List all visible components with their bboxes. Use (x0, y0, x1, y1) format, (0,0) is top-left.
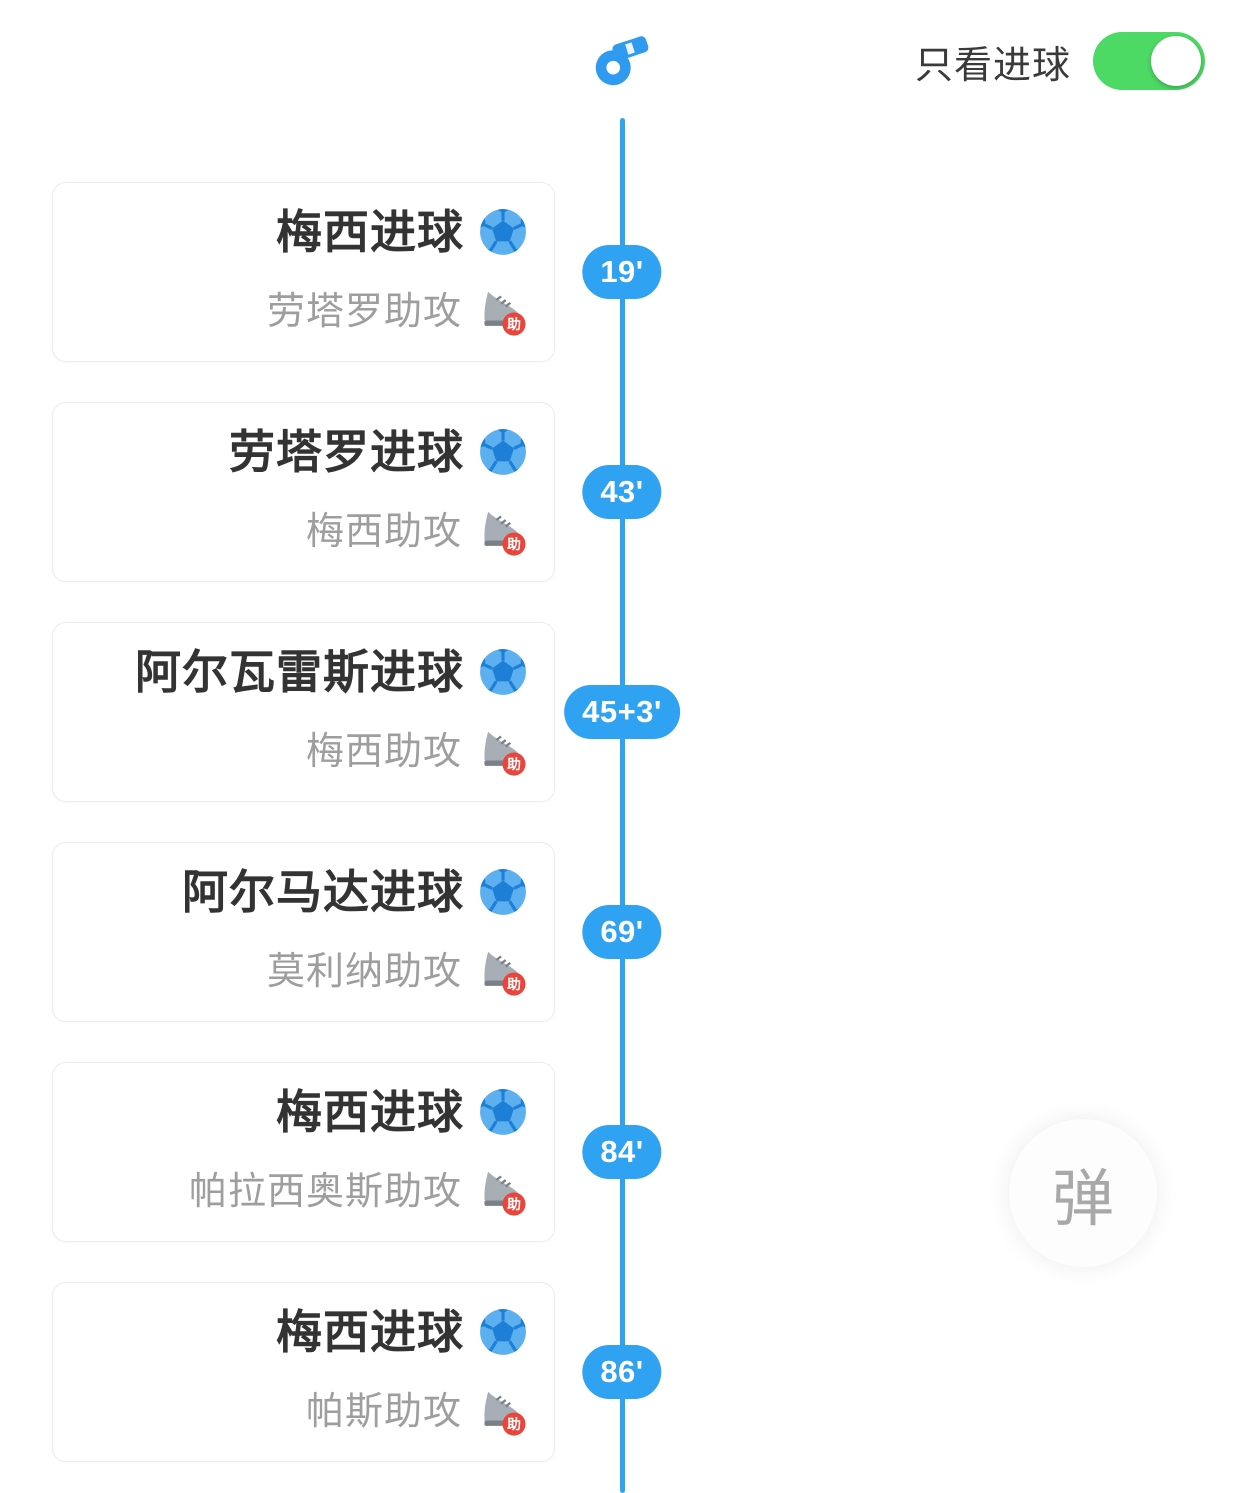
soccer-ball-icon (478, 647, 528, 697)
event-assist: 劳塔罗助攻 (266, 291, 462, 334)
event-time-badge: 19' (582, 245, 662, 299)
toggle-knob-icon (1151, 36, 1201, 86)
timeline-event: 梅西进球 (0, 1282, 1239, 1462)
assist-badge-label: 助 (507, 756, 521, 772)
goal-filter-toggle[interactable] (1093, 32, 1205, 90)
event-card[interactable]: 梅西进球 (52, 1062, 555, 1242)
goal-filter: 只看进球 (915, 32, 1205, 90)
assist-boot-icon: 助 (476, 509, 528, 557)
event-title: 梅西进球 (276, 1306, 464, 1358)
assist-badge-label: 助 (507, 1416, 521, 1432)
timeline-line (620, 118, 625, 1493)
assist-boot-icon: 助 (476, 949, 528, 997)
assist-badge-label: 助 (507, 976, 521, 992)
event-card[interactable]: 劳塔罗进球 (52, 402, 555, 582)
event-card[interactable]: 梅西进球 (52, 182, 555, 362)
event-assist: 莫利纳助攻 (266, 951, 462, 994)
event-assist: 帕拉西奥斯助攻 (188, 1171, 462, 1214)
soccer-ball-icon (478, 867, 528, 917)
event-card[interactable]: 梅西进球 (52, 1282, 555, 1462)
assist-boot-icon: 助 (476, 729, 528, 777)
event-assist: 梅西助攻 (305, 511, 462, 554)
goal-filter-label: 只看进球 (914, 44, 1071, 87)
assist-boot-icon: 助 (476, 1169, 528, 1217)
bullet-comment-button[interactable]: 弹 (1008, 1118, 1158, 1268)
event-time-badge: 43' (582, 465, 662, 519)
event-time-badge: 84' (582, 1125, 662, 1179)
soccer-ball-icon (478, 1087, 528, 1137)
event-title: 梅西进球 (276, 1086, 464, 1138)
timeline-event: 梅西进球 (0, 182, 1239, 362)
soccer-ball-icon (478, 207, 528, 257)
event-card[interactable]: 阿尔马达进球 (52, 842, 555, 1022)
timeline-event: 梅西进球 (0, 1062, 1239, 1242)
event-title: 梅西进球 (276, 206, 464, 258)
soccer-ball-icon (478, 1307, 528, 1357)
event-title: 阿尔瓦雷斯进球 (135, 646, 464, 698)
soccer-ball-icon (478, 427, 528, 477)
timeline-event: 阿尔马达进球 (0, 842, 1239, 1022)
assist-badge-label: 助 (507, 536, 521, 552)
event-time-badge: 45+3' (564, 685, 680, 739)
bullet-comment-label: 弹 (1051, 1165, 1114, 1234)
event-title: 劳塔罗进球 (229, 426, 464, 478)
timeline-event: 阿尔瓦雷斯进球 (0, 622, 1239, 802)
assist-boot-icon: 助 (476, 289, 528, 337)
event-card[interactable]: 阿尔瓦雷斯进球 (52, 622, 555, 802)
event-assist: 帕斯助攻 (305, 1391, 462, 1434)
event-title: 阿尔马达进球 (182, 866, 464, 918)
whistle-icon (586, 22, 656, 92)
event-time-badge: 69' (582, 905, 662, 959)
event-time-badge: 86' (582, 1345, 662, 1399)
assist-boot-icon: 助 (476, 1389, 528, 1437)
event-assist: 梅西助攻 (305, 731, 462, 774)
assist-badge-label: 助 (507, 1196, 521, 1212)
timeline-event: 劳塔罗进球 (0, 402, 1239, 582)
assist-badge-label: 助 (507, 316, 521, 332)
